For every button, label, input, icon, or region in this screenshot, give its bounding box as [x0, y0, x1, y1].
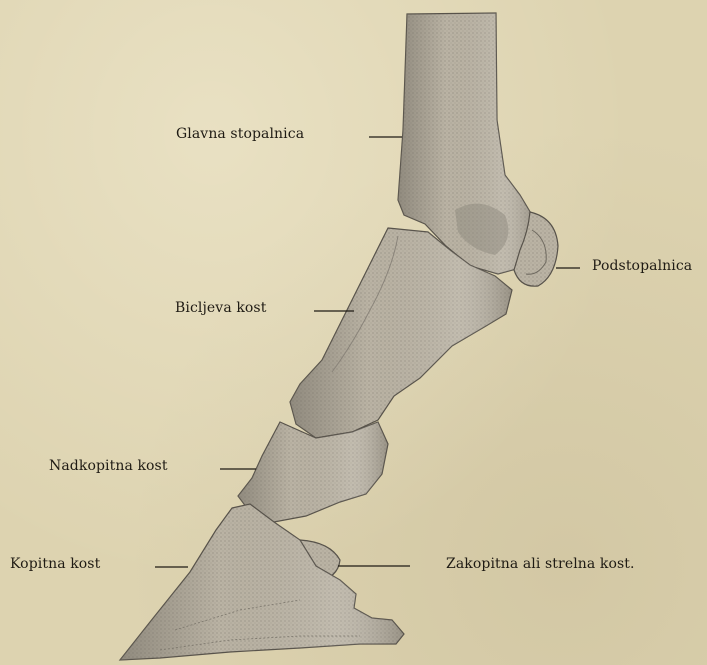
label-podstopalnica: Podstopalnica: [592, 258, 692, 274]
label-zakopitna-kost: Zakopitna ali strelna kost.: [446, 556, 635, 572]
short-pastern-bone: [238, 422, 388, 522]
label-kopitna-kost: Kopitna kost: [10, 556, 100, 572]
coffin-bone: [120, 504, 404, 660]
label-glavna-stopalnica: Glavna stopalnica: [176, 126, 304, 142]
label-bicljeva-kost: Bicljeva kost: [175, 300, 266, 316]
label-nadkopitna-kost: Nadkopitna kost: [49, 458, 168, 474]
